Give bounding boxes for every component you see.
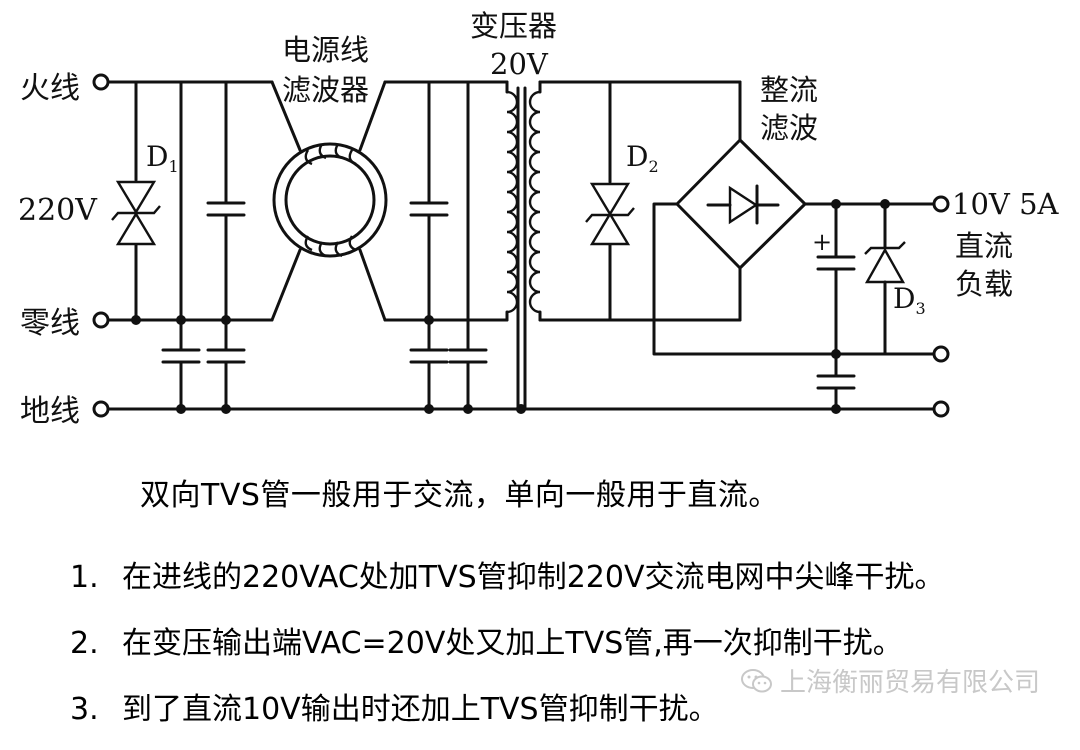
d3-label: D3 (893, 282, 926, 318)
transformer-voltage: 20V (490, 47, 549, 81)
power-line-filter-toroid (272, 142, 388, 258)
neutral-label: 零线 (20, 306, 80, 341)
filter-y-capacitor-right (448, 80, 488, 411)
ground-terminal (92, 400, 110, 418)
filter-label-line1: 电源线 (282, 33, 369, 67)
output-negative-terminal (932, 345, 950, 363)
caption: 双向TVS管一般用于交流，单向一般用于直流。 (140, 478, 779, 513)
rectifier-label-line1: 整流 (760, 73, 818, 107)
tvs-diode-d2 (585, 80, 635, 322)
filter-y-capacitor-left (409, 318, 449, 411)
live-terminal (92, 73, 110, 91)
neutral-terminal (92, 311, 110, 329)
watermark: 上海衡丽贸易有限公司 (740, 662, 1040, 699)
d2-label: D2 (626, 140, 659, 176)
load-label-line1: 直流 (955, 229, 1013, 263)
filter-x-capacitor (409, 80, 449, 322)
output-positive-terminal (932, 195, 950, 213)
bridge-rectifier (675, 138, 807, 270)
note-item: 2.在变压输出端VAC=20V处又加上TVS管,再一次抑制干扰。 (70, 626, 903, 661)
d1-label: D1 (146, 140, 179, 176)
rectifier-label-line2: 滤波 (760, 111, 818, 145)
note-item: 1.在进线的220VAC处加TVS管抑制220V交流电网中尖峰干扰。 (70, 560, 945, 595)
load-label-line2: 负载 (955, 267, 1013, 301)
voltage-in-label: 220V (18, 193, 98, 228)
tvs-diode-d1 (111, 80, 161, 322)
input-y-capacitor-right (206, 318, 246, 411)
cap-polarity: + (812, 228, 832, 256)
output-ground-capacitor (816, 352, 856, 411)
transformer-label: 变压器 (470, 9, 557, 43)
output-ground-terminal (932, 400, 950, 418)
wechat-icon (741, 668, 772, 692)
input-x-capacitor (206, 80, 246, 322)
filter-label-line2: 滤波器 (282, 73, 369, 107)
input-y-capacitor-left (161, 80, 201, 411)
electrolytic-capacitor (816, 202, 856, 356)
ground-label: 地线 (20, 394, 80, 429)
note-item: 3.到了直流10V输出时还加上TVS管抑制干扰。 (70, 692, 719, 727)
tvs-diode-d3 (864, 202, 906, 356)
tvs-circuit-diagram: 火线 220V 零线 地线 D1 (18, 9, 1060, 429)
output-voltage-label: 10V 5A (952, 187, 1060, 221)
watermark-text: 上海衡丽贸易有限公司 (780, 668, 1041, 698)
dc-output-wiring (652, 202, 935, 356)
transformer (505, 80, 542, 411)
notes-list: 1.在进线的220VAC处加TVS管抑制220V交流电网中尖峰干扰。 2.在变压… (70, 552, 944, 750)
live-label: 火线 (20, 71, 80, 106)
secondary-wiring (538, 80, 742, 322)
